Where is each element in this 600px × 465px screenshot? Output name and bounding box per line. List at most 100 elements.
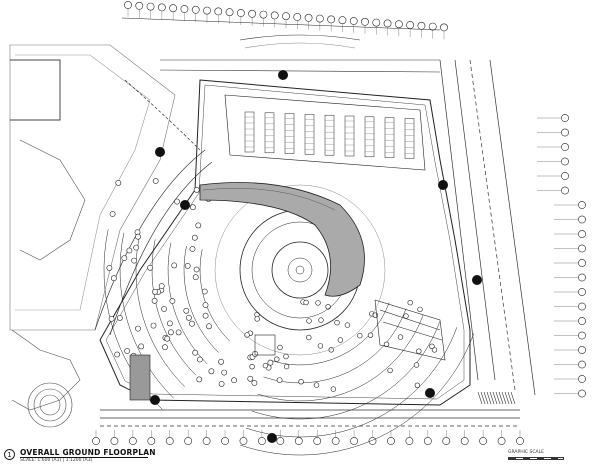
grid-bubble-bottom: [479, 437, 488, 445]
grid-bubble-bottom: [239, 437, 248, 445]
tree-symbol: [189, 320, 195, 327]
grid-bubble-bottom: [202, 437, 211, 445]
section-markers: [150, 70, 482, 443]
grid-bubble-top: [146, 2, 155, 11]
tree-symbol: [247, 375, 254, 382]
parking-aisle: [364, 116, 375, 158]
grid-bubble-bottom: [442, 437, 451, 445]
grid-bubble-right: [561, 143, 569, 151]
crosswalk-stripe: [495, 391, 501, 405]
tree-symbol: [193, 266, 200, 273]
tree-symbol: [306, 318, 312, 324]
grid-bubble-top: [327, 15, 336, 24]
tree-symbol: [106, 264, 113, 271]
grid-bubble-right: [578, 346, 586, 354]
tree-symbol: [218, 358, 224, 365]
tree-symbol: [274, 356, 280, 362]
crosswalk-stripe: [480, 391, 486, 405]
grid-bubble-bottom: [368, 437, 377, 445]
tree-symbol: [231, 377, 237, 384]
parking-row-curve: [135, 236, 185, 387]
drawing-scale: SCALE: 1:600 (A1) | 1:1200 (A3): [20, 458, 93, 463]
parking-row-curve: [119, 232, 174, 399]
grid-bubble-bottom: [147, 437, 156, 445]
grid-bubble-bottom: [258, 437, 266, 445]
tree-symbol: [152, 288, 158, 295]
tree-symbol: [191, 234, 198, 241]
tree-symbol: [131, 257, 137, 264]
grid-bubble-right: [578, 244, 586, 253]
row-grid-right: [537, 114, 586, 398]
tree-symbol: [249, 364, 255, 370]
tree-symbol: [218, 380, 225, 387]
grid-bubble-top: [248, 9, 257, 18]
tree-symbol: [403, 313, 409, 319]
parking-row-curve: [199, 249, 230, 342]
site-boundary: [99, 79, 471, 406]
tree-symbol: [283, 353, 289, 360]
parking-aisle: [284, 113, 295, 154]
grid-bubble-top: [135, 1, 144, 10]
tree-symbol: [367, 332, 374, 338]
tree-symbol: [196, 376, 203, 383]
grid-bubble-bottom: [276, 437, 285, 445]
grid-bubble-right: [578, 215, 586, 224]
grid-bubble-top: [349, 17, 358, 25]
grid-bubble-top: [440, 23, 448, 32]
tree-symbol: [121, 255, 128, 261]
grid-bubble-top: [203, 6, 211, 15]
tree-symbol: [276, 377, 283, 383]
tree-symbol: [109, 211, 116, 217]
grid-bubble-bottom: [128, 437, 137, 445]
grid-bubble-right: [578, 302, 586, 311]
tree-symbol: [183, 307, 190, 314]
tree-symbol: [303, 299, 309, 306]
tree-symbol: [117, 314, 123, 321]
grid-bubble-right: [578, 375, 586, 383]
grid-bubble-bottom: [460, 437, 469, 445]
tree-symbol: [162, 344, 168, 351]
parking-north: [224, 94, 426, 171]
tree-symbol: [169, 298, 176, 304]
tree-symbol: [330, 386, 337, 392]
tree-symbol: [124, 348, 130, 354]
tree-symbol: [138, 343, 145, 350]
crosswalk-stripe: [498, 391, 504, 405]
grid-bubble-top: [372, 18, 381, 27]
grid-bubble-top: [304, 13, 313, 22]
grid-bubble-bottom: [92, 437, 100, 445]
tree-symbol: [135, 233, 141, 240]
crosswalk-stripe: [504, 391, 510, 405]
grid-bubble-right: [578, 288, 586, 296]
tree-symbol: [397, 334, 404, 340]
column-grid-bottom: [92, 430, 524, 445]
tree-symbol: [429, 343, 435, 349]
crosswalk-stripe: [507, 391, 513, 405]
parking-aisle: [264, 112, 275, 154]
grid-bubble-right: [578, 259, 586, 267]
grid-bubble-bottom: [387, 437, 395, 445]
crosswalk-stripe: [501, 391, 507, 405]
tree-symbol: [192, 349, 199, 356]
grid-bubble-top: [383, 19, 392, 28]
tree-symbol: [114, 351, 121, 358]
crosswalk-stripe: [477, 391, 483, 405]
graphic-scale-bar: [508, 457, 564, 460]
title-underline: [20, 457, 148, 458]
grid-bubble-top: [428, 22, 437, 31]
tree-symbol: [166, 320, 173, 327]
tree-symbol: [189, 204, 196, 211]
tree-symbol: [262, 362, 269, 369]
crosswalk-stripe: [489, 391, 495, 405]
grid-bubble-top: [270, 11, 279, 20]
tree-symbol: [174, 198, 180, 205]
drawing-number: 1: [4, 449, 15, 460]
tree-symbol: [306, 334, 312, 341]
tree-symbol: [208, 368, 215, 375]
tree-symbol: [158, 283, 165, 289]
neighbouring-building: [9, 44, 176, 428]
grid-bubble-right: [561, 172, 569, 180]
grid-bubble-right: [578, 360, 586, 369]
tree-symbol: [315, 300, 321, 306]
